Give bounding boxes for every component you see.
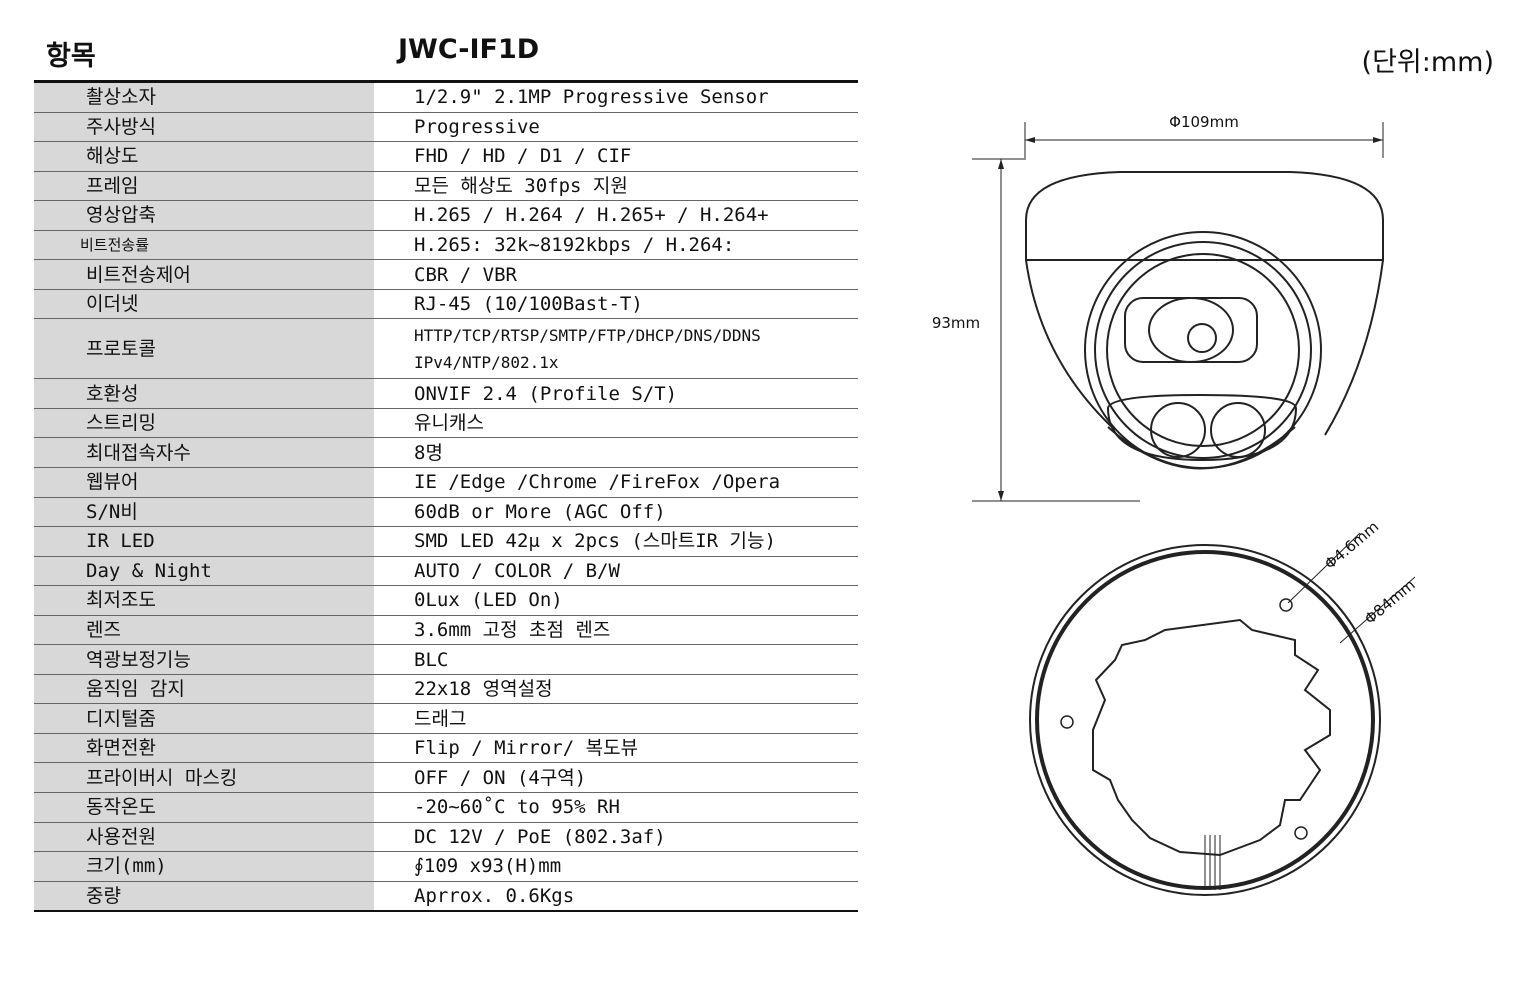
- spec-key: 비트전송제어: [34, 259, 374, 290]
- spec-value: HTTP/TCP/RTSP/SMTP/FTP/DHCP/DNS/DDNS IPv4…: [374, 318, 858, 380]
- spec-value: ∮109 x93(H)mm: [374, 851, 858, 882]
- hole-label: Φ4.6mm: [1321, 518, 1382, 573]
- height-dimension: 93mm: [932, 158, 1140, 502]
- spec-value: BLC: [374, 644, 858, 675]
- spec-value: DC 12V / PoE (802.3af): [374, 822, 858, 853]
- spec-value: OFF / ON (4구역): [374, 762, 858, 794]
- spec-value: H.265: 32k~8192kbps / H.264:: [374, 230, 858, 261]
- spec-value: 드래그: [374, 703, 858, 734]
- spec-row: 크기(mm)∮109 x93(H)mm: [34, 851, 858, 882]
- spec-value: 모든 해상도 30fps 지원: [374, 171, 858, 202]
- spec-key: 중량: [34, 881, 374, 913]
- spec-key: 프레임: [34, 171, 374, 202]
- spec-value: Progressive: [374, 112, 858, 143]
- spec-key: 화면전환: [34, 733, 374, 764]
- spec-key: 역광보정기능: [34, 644, 374, 675]
- spec-value-line: HTTP/TCP/RTSP/SMTP/FTP/DHCP/DNS/DDNS: [414, 325, 761, 345]
- spec-value: 유니캐스: [374, 408, 858, 439]
- spec-value: Flip / Mirror/ 복도뷰: [374, 733, 858, 764]
- spec-value: SMD LED 42μ x 2pcs (스마트IR 기능): [374, 526, 858, 557]
- camera-bottom-view: [1029, 532, 1416, 896]
- spec-key: 최저조도: [34, 585, 374, 616]
- spec-value: AUTO / COLOR / B/W: [374, 556, 858, 587]
- spec-value: CBR / VBR: [374, 259, 858, 290]
- spec-key: 최대접속자수: [34, 437, 374, 469]
- spec-key: 사용전원: [34, 822, 374, 853]
- spec-value: 1/2.9" 2.1MP Progressive Sensor: [374, 83, 858, 113]
- spec-key: 이더넷: [34, 289, 374, 320]
- spec-key: 주사방식: [34, 112, 374, 143]
- camera-dimension-drawing: Φ109mm 93mm Φ4.6m: [932, 113, 1419, 896]
- spec-key: IR LED: [34, 526, 374, 557]
- spec-key: 호환성: [34, 378, 374, 409]
- spec-value: ONVIF 2.4 (Profile S/T): [374, 378, 858, 409]
- spec-value: -20~60˚C to 95% RH: [374, 792, 858, 823]
- spec-key: Day & Night: [34, 556, 374, 587]
- spec-key: 프로토콜: [34, 318, 374, 380]
- spec-value: IE /Edge /Chrome /FireFox /Opera: [374, 467, 858, 498]
- spec-key: 비트전송률: [34, 230, 374, 261]
- mount-label: Φ84mm: [1361, 576, 1419, 628]
- spec-key: 웹뷰어: [34, 467, 374, 498]
- spec-value: 8명: [374, 437, 858, 469]
- spec-key: 해상도: [34, 141, 374, 172]
- camera-side-view: [1025, 171, 1384, 470]
- spec-key: 움직임 감지: [34, 674, 374, 705]
- spec-value: 0Lux (LED On): [374, 585, 858, 616]
- spec-key: 스트리밍: [34, 408, 374, 439]
- model-name: JWC-IF1D: [398, 34, 540, 65]
- spec-key: 디지털줌: [34, 703, 374, 734]
- spec-key: S/N비: [34, 497, 374, 528]
- spec-key: 영상압축: [34, 200, 374, 231]
- unit-label: (단위:mm): [1361, 47, 1494, 78]
- spec-value-line: IPv4/NTP/802.1x: [414, 352, 559, 372]
- width-label: Φ109mm: [1169, 113, 1239, 131]
- header-rule: [34, 80, 858, 83]
- spec-key: 크기(mm): [34, 851, 374, 882]
- spec-key: 동작온도: [34, 792, 374, 823]
- width-dimension: Φ109mm: [1024, 113, 1384, 158]
- spec-key: 프라이버시 마스킹: [34, 762, 374, 794]
- spec-value: 60dB or More (AGC Off): [374, 497, 858, 528]
- column-header-item: 항목: [46, 41, 96, 72]
- spec-key: 촬상소자: [34, 83, 374, 113]
- spec-row: 동작온도-20~60˚C to 95% RH: [34, 792, 858, 823]
- spec-value: H.265 / H.264 / H.265+ / H.264+: [374, 200, 858, 231]
- spec-value: Aprrox. 0.6Kgs: [374, 881, 858, 913]
- spec-key: 렌즈: [34, 615, 374, 646]
- height-label: 93mm: [932, 314, 980, 332]
- spec-value: 3.6mm 고정 초점 렌즈: [374, 615, 858, 646]
- spec-value: 22x18 영역설정: [374, 674, 858, 705]
- spec-value: RJ-45 (10/100Bast-T): [374, 289, 858, 320]
- spec-value: FHD / HD / D1 / CIF: [374, 141, 858, 172]
